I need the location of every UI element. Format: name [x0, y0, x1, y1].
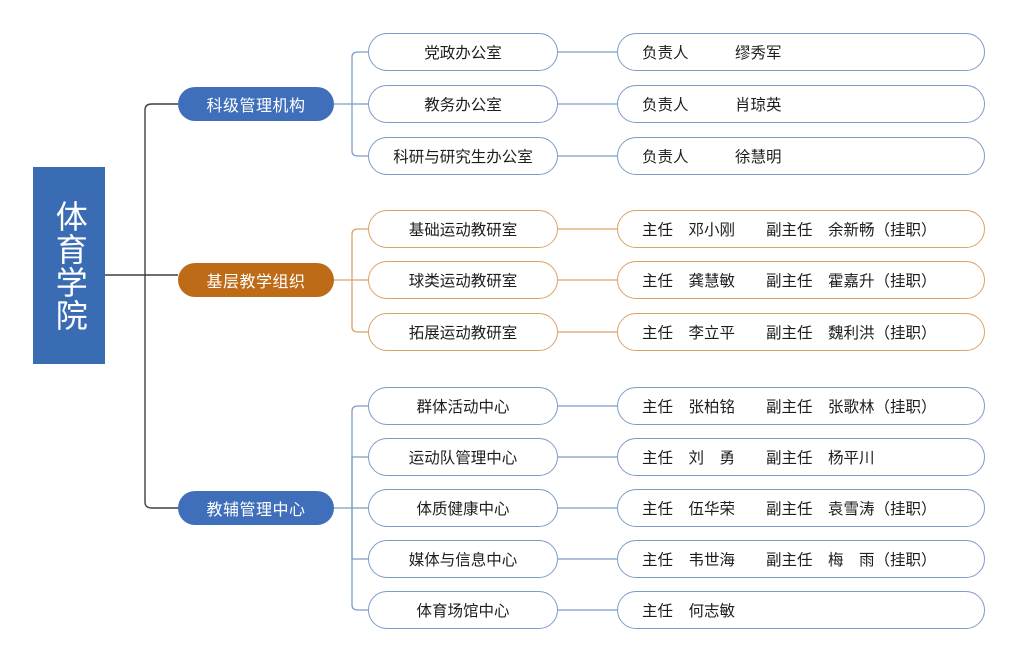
group-node-label: 基层教学组织 — [206, 274, 306, 291]
unit-box[interactable]: 体育场馆中心 — [368, 591, 558, 629]
unit-label: 教务办公室 — [424, 97, 502, 114]
root-branch-3 — [144, 275, 178, 509]
unit-label: 党政办公室 — [424, 45, 502, 62]
unit-box[interactable]: 基础运动教研室 — [368, 210, 558, 248]
detail-box[interactable]: 负责人 肖琼英 — [617, 85, 985, 123]
unit-box[interactable]: 教务办公室 — [368, 85, 558, 123]
unit-box[interactable]: 体质健康中心 — [368, 489, 558, 527]
detail-box[interactable]: 主任 张柏铭 副主任 张歌林（挂职） — [617, 387, 985, 425]
detail-box[interactable]: 主任 伍华荣 副主任 袁雪涛（挂职） — [617, 489, 985, 527]
unit-box[interactable]: 拓展运动教研室 — [368, 313, 558, 351]
unit-box[interactable]: 科研与研究生办公室 — [368, 137, 558, 175]
detail-box[interactable]: 主任 何志敏 — [617, 591, 985, 629]
group3-branch-4 — [351, 508, 368, 560]
unit-label: 媒体与信息中心 — [408, 552, 518, 569]
unit-label: 运动队管理中心 — [408, 450, 518, 467]
detail-label: 主任 伍华荣 副主任 袁雪涛（挂职） — [642, 501, 937, 518]
unit-label: 群体活动中心 — [416, 399, 510, 416]
detail-label: 主任 龚慧敏 副主任 霍嘉升（挂职） — [642, 273, 937, 290]
group3-branch-1 — [351, 405, 368, 508]
unit-box[interactable]: 群体活动中心 — [368, 387, 558, 425]
detail-box[interactable]: 主任 邓小刚 副主任 余新畅（挂职） — [617, 210, 985, 248]
unit-box[interactable]: 党政办公室 — [368, 33, 558, 71]
detail-label: 主任 张柏铭 副主任 张歌林（挂职） — [642, 399, 937, 416]
unit-label: 体质健康中心 — [416, 501, 510, 518]
root-branch-1 — [144, 103, 178, 275]
group2-branch-3 — [351, 280, 368, 333]
detail-box[interactable]: 主任 李立平 副主任 魏利洪（挂职） — [617, 313, 985, 351]
detail-label: 主任 李立平 副主任 魏利洪（挂职） — [642, 325, 937, 342]
unit-label: 基础运动教研室 — [408, 222, 518, 239]
group1-branch-3 — [351, 104, 368, 157]
detail-box[interactable]: 负责人 徐慧明 — [617, 137, 985, 175]
detail-box[interactable]: 主任 龚慧敏 副主任 霍嘉升（挂职） — [617, 261, 985, 299]
group-node-label: 科级管理机构 — [206, 98, 306, 115]
unit-box[interactable]: 媒体与信息中心 — [368, 540, 558, 578]
detail-label: 主任 何志敏 — [642, 603, 736, 620]
unit-label: 科研与研究生办公室 — [393, 149, 533, 166]
unit-box[interactable]: 球类运动教研室 — [368, 261, 558, 299]
group3-branch-2 — [351, 456, 368, 508]
detail-box[interactable]: 主任 韦世海 副主任 梅 雨（挂职） — [617, 540, 985, 578]
detail-label: 负责人 缪秀军 — [642, 45, 782, 62]
detail-box[interactable]: 主任 刘 勇 副主任 杨平川 — [617, 438, 985, 476]
detail-label: 主任 邓小刚 副主任 余新畅（挂职） — [642, 222, 937, 239]
root-node[interactable]: 体育学院 — [33, 167, 105, 364]
unit-label: 球类运动教研室 — [408, 273, 518, 290]
detail-label: 主任 刘 勇 副主任 杨平川 — [642, 450, 875, 467]
group-node-label: 教辅管理中心 — [206, 502, 306, 519]
group-node-科级管理机构[interactable]: 科级管理机构 — [178, 87, 334, 121]
group2-branch-1 — [351, 228, 368, 280]
root-node-label: 体育学院 — [51, 199, 88, 332]
detail-label: 负责人 徐慧明 — [642, 149, 782, 166]
detail-label: 负责人 肖琼英 — [642, 97, 782, 114]
group3-branch-5 — [351, 508, 368, 611]
detail-box[interactable]: 负责人 缪秀军 — [617, 33, 985, 71]
unit-box[interactable]: 运动队管理中心 — [368, 438, 558, 476]
detail-label: 主任 韦世海 副主任 梅 雨（挂职） — [642, 552, 937, 569]
group-node-教辅管理中心[interactable]: 教辅管理中心 — [178, 491, 334, 525]
unit-label: 拓展运动教研室 — [408, 325, 518, 342]
group-node-基层教学组织[interactable]: 基层教学组织 — [178, 263, 334, 297]
unit-label: 体育场馆中心 — [416, 603, 510, 620]
group1-branch-1 — [351, 51, 368, 104]
